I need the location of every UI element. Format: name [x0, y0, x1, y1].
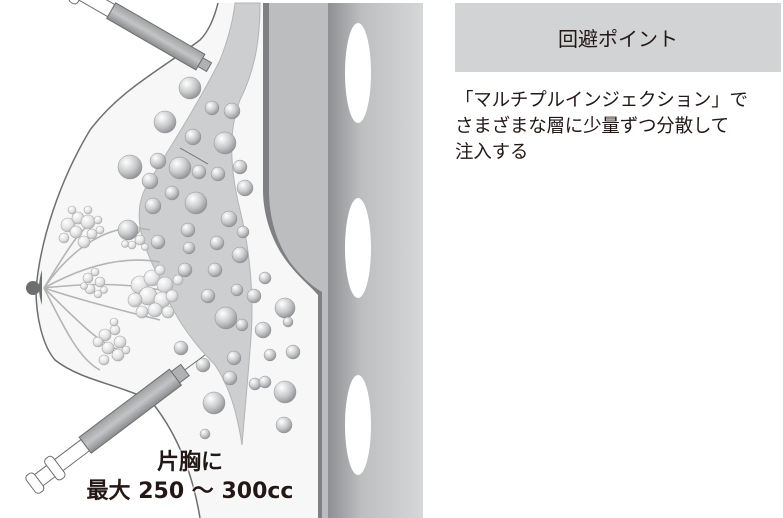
injection-volume-label: 片胸に 最大 250 〜 300cc	[70, 448, 310, 506]
panel-description: 「マルチプルインジェクション」で さまざまな層に少量ずつ分散して 注入する	[455, 90, 748, 163]
avoidance-point-panel: 回避ポイント 「マルチプルインジェクション」で さまざまな層に少量ずつ分散して …	[455, 3, 781, 166]
label-line-1: 片胸に	[156, 450, 223, 475]
lobule-clusters	[58, 205, 184, 366]
breast-augmentation-illustration: 片胸に 最大 250 〜 300cc	[25, 0, 423, 518]
syringe-upper	[55, 0, 213, 165]
pectoral-muscle	[263, 3, 328, 518]
fat-droplets	[117, 76, 301, 440]
cross-section-diagram	[25, 0, 423, 518]
syringe-lower	[25, 354, 206, 494]
rib-cage	[328, 3, 423, 518]
panel-title: 回避ポイント	[455, 3, 781, 72]
label-line-2: 最大 250 〜 300cc	[86, 479, 294, 504]
